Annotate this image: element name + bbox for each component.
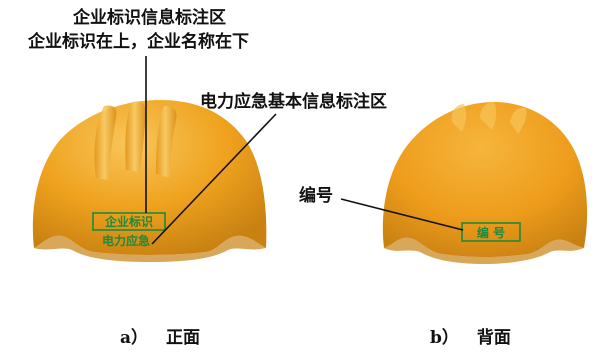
front-logo-box <box>92 212 166 231</box>
number-callout-leader <box>340 198 464 231</box>
front-brim <box>34 235 266 262</box>
back-number-box-text: 编 号 <box>476 225 505 240</box>
front-caption-text: 正面 <box>166 328 201 348</box>
number-callout: 编号 <box>299 186 333 206</box>
logo-area-callout-title: 企业标识信息标注区 <box>73 8 226 28</box>
front-rib-center <box>125 101 146 172</box>
front-rib-left <box>94 105 117 180</box>
front-emergency-text: 电力应急 <box>102 233 150 248</box>
back-rib-left <box>451 104 467 132</box>
back-caption-letter: b） <box>430 328 459 348</box>
back-helmet-shell <box>382 102 588 257</box>
back-brim <box>384 237 584 264</box>
emergency-area-callout: 电力应急基本信息标注区 <box>200 92 387 112</box>
back-caption-text: 背面 <box>476 328 511 348</box>
back-caption: b） 背面 <box>430 323 511 348</box>
emergency-callout-leader <box>151 113 277 245</box>
back-rib-right <box>510 107 527 134</box>
back-number-box <box>461 222 521 242</box>
front-caption: a） 正面 <box>120 323 200 348</box>
front-caption-letter: a） <box>120 328 149 348</box>
back-helmet: 编 号 <box>382 102 588 264</box>
logo-area-callout-subtitle: 企业标识在上，企业名称在下 <box>28 32 249 52</box>
front-helmet: 企业标识 电力应急 <box>32 100 267 262</box>
front-rib-right <box>156 106 177 178</box>
back-rib-center <box>480 102 497 130</box>
front-logo-box-text: 企业标识 <box>104 214 153 229</box>
front-helmet-shell <box>32 100 267 255</box>
